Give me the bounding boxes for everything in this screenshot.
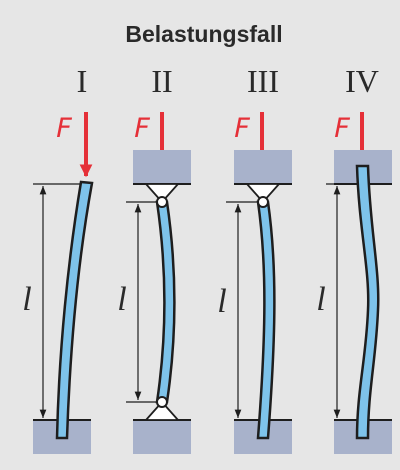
case-1: I F l: [22, 63, 94, 454]
case-3-column: [256, 200, 276, 440]
case-2-top-support: [133, 150, 191, 184]
case-2-column: [155, 200, 176, 404]
case-4: IV F l: [316, 63, 392, 454]
case-2-numeral: II: [151, 63, 172, 99]
case-4-numeral: IV: [345, 63, 379, 99]
case-3: III F l: [217, 63, 292, 454]
case-2-top-pin: [156, 196, 168, 208]
case-2-bottom-hinge-wedge: [143, 400, 181, 421]
case-1-length-label: l: [22, 281, 31, 318]
diagram-title: Belastungsfall: [125, 21, 282, 47]
case-3-length-label: l: [217, 283, 226, 320]
case-2-bottom-pin: [156, 396, 168, 408]
case-3-numeral: III: [247, 63, 279, 99]
case-1-force-label: F: [56, 113, 72, 144]
case-1-column: [55, 180, 94, 440]
case-2-force-label: F: [134, 113, 150, 144]
case-3-top-pin: [257, 196, 269, 208]
case-4-column: [355, 164, 380, 440]
case-3-top-support: [234, 150, 292, 184]
case-2-length-label: l: [117, 281, 126, 318]
case-4-length-label: l: [316, 281, 325, 318]
case-3-force-label: F: [234, 113, 250, 144]
case-2-top-hinge-wedge: [143, 183, 181, 204]
case-2-bottom-support: [133, 420, 191, 454]
case-2: II F l: [117, 63, 191, 454]
case-4-force-label: F: [334, 113, 350, 144]
case-1-numeral: I: [77, 63, 88, 99]
case-3-top-hinge-wedge: [244, 183, 282, 204]
